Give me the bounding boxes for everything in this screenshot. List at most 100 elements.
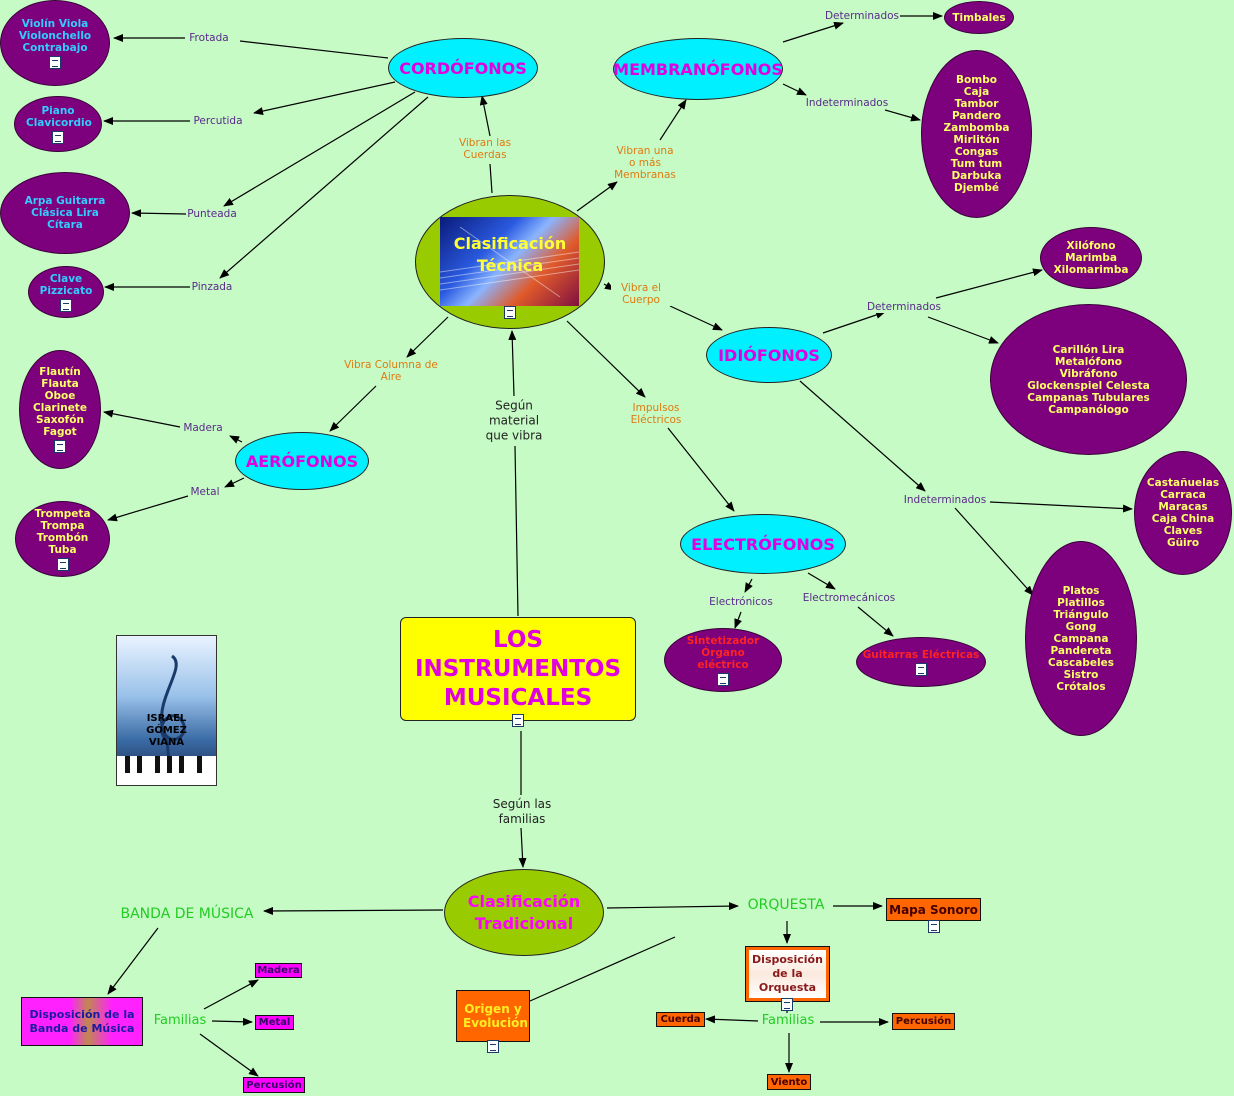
idio-indet2-list: Platos Platillos Triángulo Gong Campana … <box>1048 584 1114 693</box>
banda-familias: Familias <box>153 1013 207 1028</box>
document-icon[interactable] <box>717 672 729 686</box>
tecnica-title: Clasificación Técnica <box>453 234 567 275</box>
link-vibran-cuerdas: Vibran las Cuerdas <box>452 137 518 161</box>
link-pinzada: Pinzada <box>191 281 233 293</box>
punteada-instruments[interactable]: Arpa Guitarra Clásica Lira Cítara <box>0 172 130 254</box>
idiofonos-indet2-instruments[interactable]: Platos Platillos Triángulo Gong Campana … <box>1025 541 1137 736</box>
origen-evolucion-box[interactable]: Origen y Evolución <box>456 990 530 1042</box>
metal-list: Trompeta Trompa Trombón Tuba <box>34 507 91 556</box>
orquesta-familias: Familias <box>761 1013 815 1028</box>
madera-instruments[interactable]: Flautín Flauta Oboe Clarinete Saxofón Fa… <box>19 350 101 469</box>
madera-list: Flautín Flauta Oboe Clarinete Saxofón Fa… <box>33 366 87 438</box>
document-icon[interactable] <box>504 306 516 319</box>
link-impulsos: Impulsos Eléctricos <box>625 402 687 426</box>
document-icon[interactable] <box>915 662 927 676</box>
idio-det2-list: Carillón Lira Metalófono Vibráfono Glock… <box>1027 343 1150 416</box>
electronicos-list: Sintetizador Órgano eléctrico <box>686 634 760 671</box>
banda-disposicion-box[interactable]: Disposición de la Banda de Música <box>21 997 143 1046</box>
banda-disposicion-label: Disposición de la Banda de Música <box>29 1007 135 1035</box>
main-title-box[interactable]: LOS INSTRUMENTOS MUSICALES <box>400 617 636 721</box>
orquesta-viento-label: Viento <box>770 1076 808 1088</box>
link-frotada: Frotada <box>189 32 229 44</box>
cordofonos-node[interactable]: CORDÓFONOS <box>388 38 538 98</box>
punteada-list: Arpa Guitarra Clásica Lira Cítara <box>24 195 106 231</box>
idiofonos-label: IDIÓFONOS <box>718 345 820 365</box>
mapa-sonoro-box[interactable]: Mapa Sonoro <box>886 898 981 921</box>
link-electromecanicos: Electromecánicos <box>802 592 896 604</box>
electrofonos-node[interactable]: ELECTRÓFONOS <box>680 514 846 574</box>
document-icon[interactable] <box>56 557 69 571</box>
tecnica-image <box>440 217 579 306</box>
document-icon[interactable] <box>60 298 72 312</box>
electrofonos-label: ELECTRÓFONOS <box>691 534 835 554</box>
banda-percusion-box[interactable]: Percusión <box>243 1077 305 1093</box>
orquesta-disposicion-box[interactable]: Disposición de la Orquesta <box>745 946 830 1002</box>
orquesta-cuerda-box[interactable]: Cuerda <box>656 1012 705 1027</box>
orquesta-percusion-box[interactable]: Percusión <box>892 1013 955 1030</box>
link-madera: Madera <box>183 422 223 434</box>
metal-instruments[interactable]: Trompeta Trompa Trombón Tuba <box>15 501 110 577</box>
document-icon[interactable] <box>54 440 66 453</box>
timbales-instruments[interactable]: Timbales <box>944 1 1014 34</box>
link-vibra-cuerpo: Vibra el Cuerpo <box>611 282 671 306</box>
aerofonos-node[interactable]: AERÓFONOS <box>235 432 369 490</box>
idiofonos-det1-instruments[interactable]: Xilófono Marimba Xilomarimba <box>1040 227 1142 289</box>
banda-title: BANDA DE MÚSICA <box>120 906 254 922</box>
banda-metal-label: Metal <box>258 1017 291 1028</box>
document-icon[interactable] <box>487 1040 499 1053</box>
timbales-list: Timbales <box>952 11 1006 24</box>
idiofonos-det2-instruments[interactable]: Carillón Lira Metalófono Vibráfono Glock… <box>990 304 1187 455</box>
banda-percusion-label: Percusión <box>246 1079 302 1091</box>
tradicional-title: Clasificación Tradicional <box>467 891 581 933</box>
idiofonos-indet1-instruments[interactable]: Castañuelas Carraca Maracas Caja China C… <box>1134 451 1232 575</box>
author-book-image[interactable]: ISRAEL GÓMEZ VIANA <box>116 635 217 786</box>
treble-clef-graphic <box>117 654 216 785</box>
orquesta-cuerda-label: Cuerda <box>660 1014 701 1025</box>
pinzada-instruments[interactable]: Clave Pizzicato <box>28 266 104 318</box>
banda-madera-label: Madera <box>257 965 300 976</box>
link-segun-material: Según material que vibra <box>482 398 546 444</box>
aerofonos-label: AERÓFONOS <box>245 451 359 471</box>
membranofonos-indeterminados-instruments[interactable]: Bombo Caja Tambor Pandero Zambomba Mirli… <box>921 50 1032 218</box>
orquesta-viento-box[interactable]: Viento <box>767 1074 811 1090</box>
pinzada-list: Clave Pizzicato <box>39 272 93 297</box>
link-segun-familias: Según las familias <box>482 797 562 827</box>
membranofonos-label: MEMBRANÓFONOS <box>613 59 783 79</box>
main-title: LOS INSTRUMENTOS MUSICALES <box>414 626 622 711</box>
idio-det1-list: Xilófono Marimba Xilomarimba <box>1053 240 1129 276</box>
electromecanicos-instruments[interactable]: Guitarras Eléctricas <box>856 637 986 687</box>
cordofonos-label: CORDÓFONOS <box>399 58 527 78</box>
sheet-music-graphic <box>440 226 579 298</box>
document-icon[interactable] <box>49 55 61 69</box>
orquesta-disposicion-label: Disposición de la Orquesta <box>752 953 823 994</box>
idiofonos-node[interactable]: IDIÓFONOS <box>706 327 832 383</box>
link-membrano-indeterminados: Indeterminados <box>805 97 889 109</box>
clasificacion-tradicional-node[interactable]: Clasificación Tradicional <box>444 869 604 956</box>
electronicos-instruments[interactable]: Sintetizador Órgano eléctrico <box>664 628 782 692</box>
frotada-list: Violín Viola Violonchello Contrabajo <box>18 17 92 54</box>
document-icon[interactable] <box>52 130 64 144</box>
link-vibra-aire: Vibra Columna de Aire <box>343 359 439 383</box>
origen-evolucion-label: Origen y Evolución <box>463 1002 528 1030</box>
orquesta-percusion-label: Percusión <box>895 1016 952 1027</box>
banda-madera-box[interactable]: Madera <box>255 963 302 978</box>
percutida-instruments[interactable]: Piano Clavicordio <box>14 96 102 152</box>
frotada-instruments[interactable]: Violín Viola Violonchello Contrabajo <box>0 0 110 86</box>
mapa-sonoro-label: Mapa Sonoro <box>889 902 978 917</box>
link-metal: Metal <box>190 486 220 498</box>
document-icon[interactable] <box>781 998 793 1011</box>
link-vibran-membranas: Vibran una o más Membranas <box>612 145 678 181</box>
orquesta-disposicion-image <box>749 950 826 998</box>
document-icon[interactable] <box>512 714 524 727</box>
orquesta-title: ORQUESTA <box>747 897 825 913</box>
idio-indet1-list: Castañuelas Carraca Maracas Caja China C… <box>1146 477 1220 549</box>
membranofonos-node[interactable]: MEMBRANÓFONOS <box>613 38 783 100</box>
link-idio-determinados: Determinados <box>866 301 942 313</box>
banda-metal-box[interactable]: Metal <box>255 1015 294 1030</box>
document-icon[interactable] <box>928 920 940 933</box>
link-percutida: Percutida <box>193 115 243 127</box>
clasificacion-tecnica-node[interactable]: Clasificación Técnica <box>415 195 605 329</box>
link-punteada: Punteada <box>187 208 237 220</box>
author-name: ISRAEL GÓMEZ VIANA <box>146 713 187 748</box>
